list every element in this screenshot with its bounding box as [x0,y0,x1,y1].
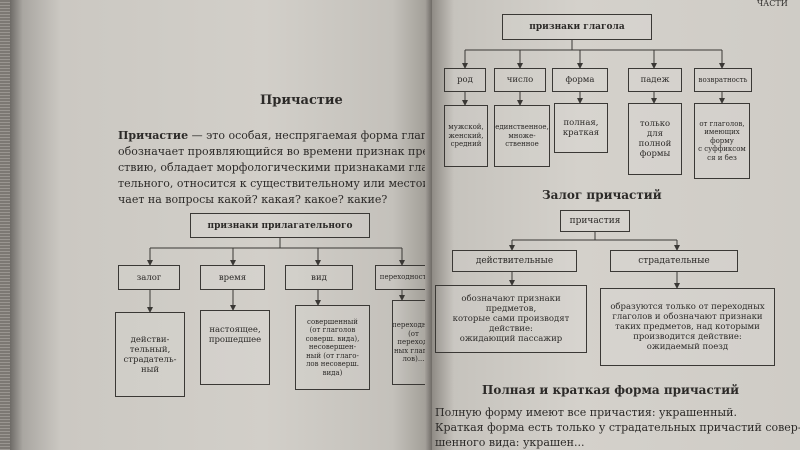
participles-root: причастия [560,210,630,232]
value-tense: настоящее, прошедшее [200,310,270,385]
running-header: ЧАСТИ [757,0,788,8]
category-case: падеж [628,68,682,92]
definition-line-3: ствию, обладает морфологическими признак… [118,161,435,174]
form-section-title: Полная и краткая форма причастий [482,383,739,397]
definition-line-1: Причастие — это особая, неспрягаемая фор… [118,128,435,143]
active-voice-box: действительные [452,250,577,272]
form-line-1: Полную форму имеют все причастия: украше… [435,406,737,419]
passive-voice-description: образуются только от переходных глаголов… [600,288,775,366]
value-form: полная, краткая [554,103,608,153]
value-gender: мужской, женский, средний [444,105,488,167]
right-diagram-connectors [462,40,725,289]
passive-voice-box: страдательные [610,250,738,272]
value-aspect: совершенный (от глаголов соверш. вида), … [295,305,370,390]
voice-section-title: Залог причастий [542,188,662,202]
adjective-features-root: признаки прилагательного [190,213,370,238]
definition-line-5: чает на вопросы какой? какая? какое? как… [118,193,388,206]
category-number: число [494,68,546,92]
left-diagram-connectors [147,238,405,313]
category-reflexivity: возвратность [694,68,752,92]
active-voice-description: обозначают признаки предметов, которые с… [435,285,587,353]
section-title: Причастие [260,93,343,108]
category-voice: залог [118,265,180,290]
verb-features-root: признаки глагола [502,14,652,40]
value-case: только для полной формы [628,103,682,175]
definition-line-4: тельного, относится к существительному и… [118,177,435,190]
value-number: единственное, множе- ственное [494,105,550,167]
definition-line-2: обозначает проявляющийся во времени приз… [118,145,435,158]
value-reflexivity: от глаголов, имеющих форму с суффиксом с… [694,103,750,179]
value-voice: действи- тельный, страдатель- ный [115,312,185,397]
category-tense: время [200,265,265,290]
left-page: Причастие Причастие — это особая, неспря… [10,0,435,450]
form-line-3: шенного вида: украшен... [435,436,585,449]
right-page: ЧАСТИ признаки глагола род число форма [432,0,800,450]
category-form: форма [552,68,608,92]
definition-text: — это особая, неспрягаемая форма глагола… [191,129,435,142]
category-gender: род [444,68,486,92]
form-line-2: Краткая форма есть только у страдательны… [435,421,800,434]
definition-term: Причастие [118,129,189,142]
category-aspect: вид [285,265,353,290]
